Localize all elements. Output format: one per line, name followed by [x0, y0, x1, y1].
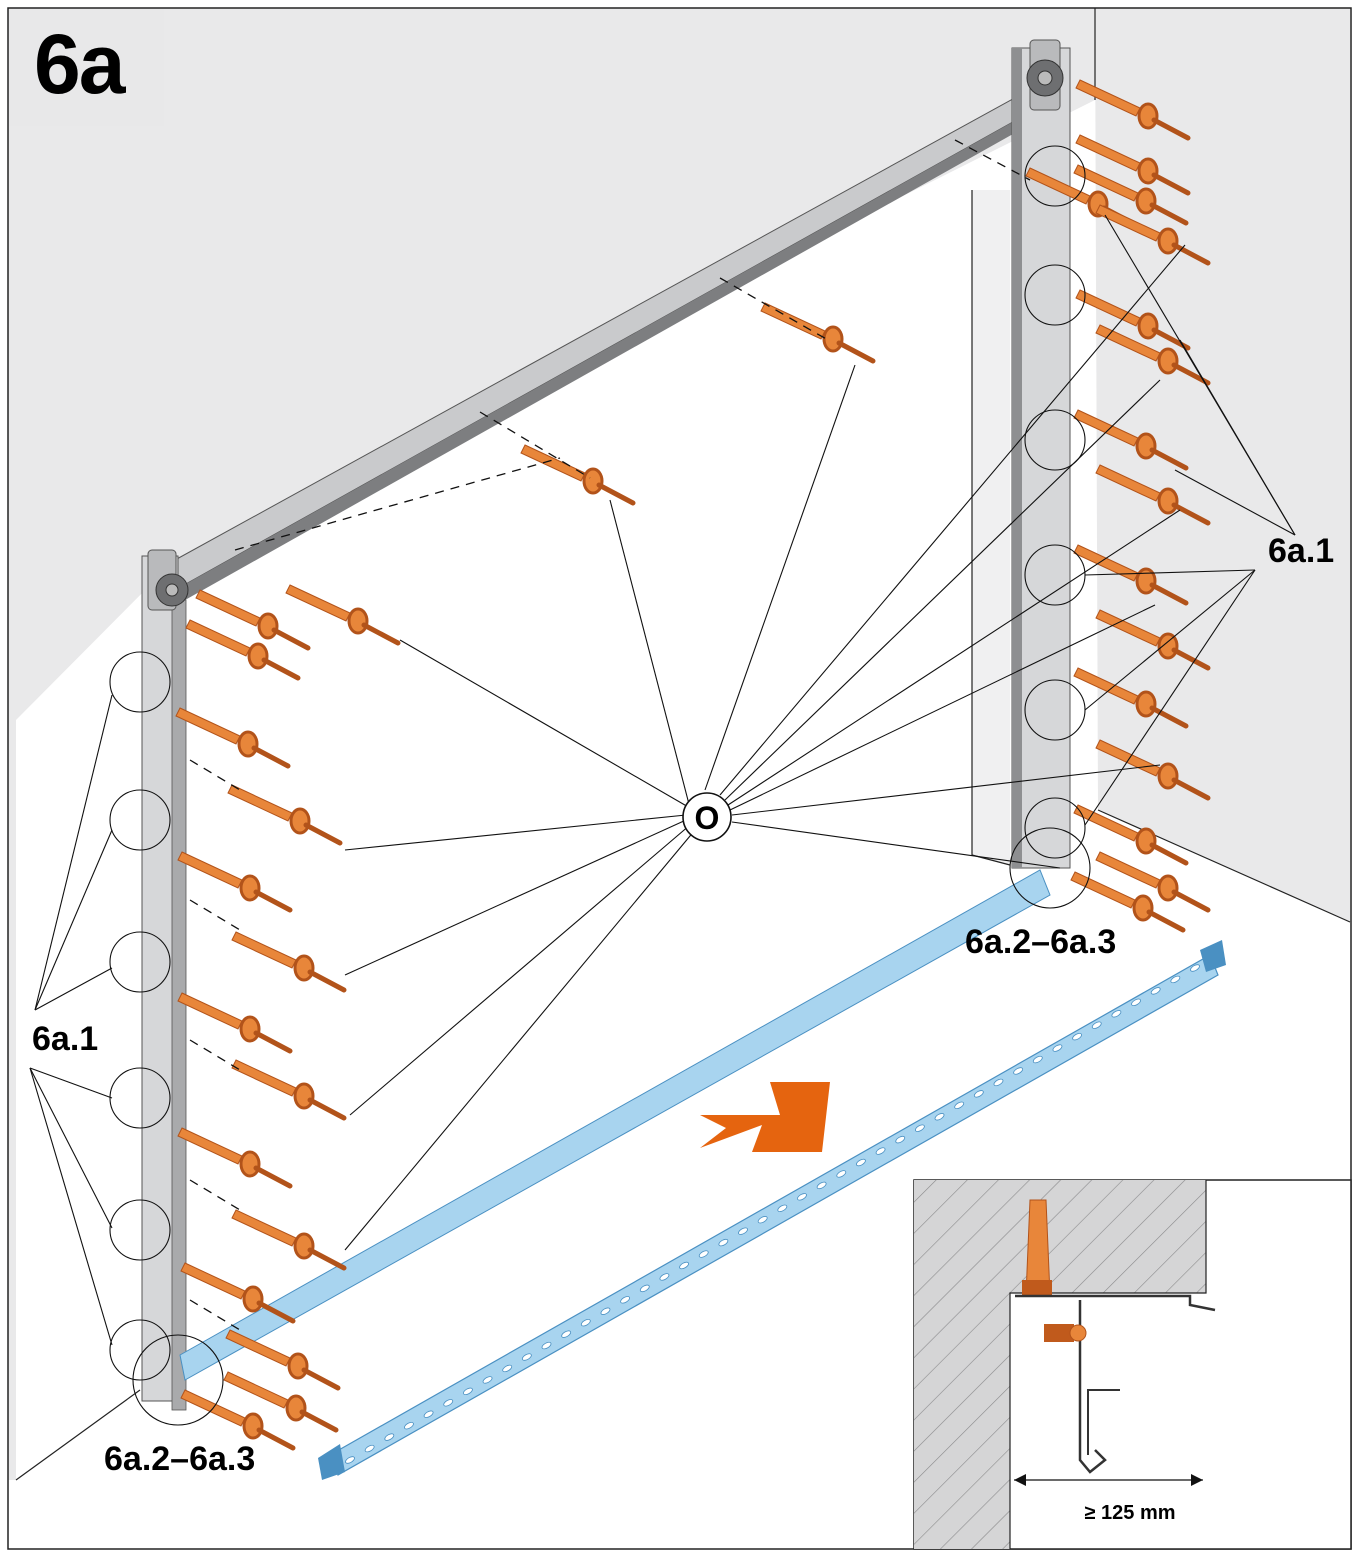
anchor-bolt — [520, 444, 636, 506]
spreader-slot — [1032, 1055, 1043, 1064]
installed-spreader-bar — [179, 869, 1051, 1381]
anchor-bolt — [1095, 204, 1211, 266]
leader-lines — [29, 214, 1296, 1346]
spreader-slot — [482, 1376, 493, 1384]
anchor-bolt — [1095, 851, 1211, 913]
anchor-bolt — [231, 931, 347, 993]
spreader-slot — [1131, 998, 1141, 1007]
anchor-bolt — [760, 302, 876, 364]
anchor-bolt — [175, 707, 291, 769]
anchor-bolt — [1073, 164, 1189, 226]
spreader-slot — [541, 1341, 552, 1350]
spreader-slot — [1052, 1044, 1063, 1052]
spreader-slot — [954, 1101, 965, 1110]
spreader-bar — [318, 940, 1226, 1480]
anchor-bolt — [225, 1329, 341, 1391]
drill-lines — [189, 139, 1031, 1331]
spreader-slot — [875, 1147, 886, 1155]
spreader-slot — [345, 1456, 355, 1464]
anchor-bolt — [231, 1059, 347, 1121]
anchor-bolt — [285, 584, 401, 646]
anchor-bolt — [177, 992, 293, 1054]
anchor-bolt — [1075, 134, 1191, 196]
anchor-marker: O — [682, 792, 732, 842]
spreader-slot — [797, 1193, 807, 1201]
spreader-slot — [443, 1399, 454, 1407]
anchor-bolt — [1073, 804, 1189, 866]
direction-arrow — [700, 1082, 830, 1152]
spreader-slot — [1072, 1032, 1082, 1041]
anchor-bolt — [185, 619, 301, 681]
anchor-bolt — [177, 851, 293, 913]
anchor-bolt — [1073, 544, 1189, 606]
anchor-bolt — [1070, 871, 1186, 933]
anchor-bolt — [1073, 667, 1189, 729]
anchor-set — [175, 79, 1211, 1451]
detail-clearance-label: ≥ 125 mm — [1084, 1502, 1175, 1524]
left-rail — [141, 549, 189, 1411]
anchor-bolt — [1095, 609, 1211, 671]
spreader-slot — [463, 1387, 473, 1396]
anchor-bolt — [177, 1127, 293, 1189]
spreader-slot — [423, 1410, 434, 1418]
spreader-slot — [718, 1238, 729, 1247]
label-wall-anchor-right: 6a.1 — [1268, 532, 1334, 570]
spreader-slot — [502, 1364, 513, 1373]
spreader-slot — [934, 1113, 945, 1121]
spreader-slot — [1150, 987, 1161, 995]
anchor-bolt — [1095, 324, 1211, 386]
spreader-slot — [1170, 975, 1181, 984]
spreader-slot — [757, 1216, 768, 1224]
spreader-slot — [1091, 1021, 1102, 1029]
label-floor-fix-right: 6a.2–6a.3 — [965, 923, 1116, 961]
anchor-bolt — [1095, 464, 1211, 526]
spreader-slot — [679, 1261, 689, 1270]
spreader-slot — [698, 1250, 709, 1258]
anchor-bolt — [231, 1209, 347, 1271]
step-badge: 6a — [8, 8, 165, 127]
spreader-slot — [1013, 1067, 1024, 1075]
anchor-bolt — [1073, 409, 1189, 471]
spreader-slot — [580, 1318, 591, 1327]
spreader-slot — [404, 1421, 414, 1430]
spreader-slot — [914, 1124, 925, 1132]
label-floor-fix-left: 6a.2–6a.3 — [104, 1440, 255, 1478]
step-label: 6a — [34, 17, 125, 111]
spreader-slot — [364, 1444, 375, 1453]
spreader-slot — [993, 1078, 1004, 1087]
anchor-marker-label: O — [695, 800, 720, 836]
spreader-slot — [561, 1330, 572, 1338]
spreader-slot — [521, 1353, 532, 1361]
bracket-callout-circles — [109, 145, 1091, 1426]
anchor-bolt — [223, 1371, 339, 1433]
anchor-bolt — [1075, 79, 1191, 141]
spreader-slot — [738, 1227, 748, 1235]
spreader-slot — [659, 1273, 670, 1281]
spreader-slot — [384, 1433, 395, 1441]
spreader-slot — [973, 1090, 984, 1098]
spreader-slot — [1111, 1010, 1122, 1018]
right-rail — [1011, 39, 1071, 869]
spreader-slot — [620, 1296, 631, 1304]
anchor-bolt — [227, 784, 343, 846]
spreader-slot — [1190, 964, 1200, 972]
anchor-bolt — [195, 589, 311, 651]
anchor-bolt — [180, 1262, 296, 1324]
spreader-slot — [895, 1135, 906, 1144]
spreader-slot — [836, 1170, 847, 1178]
label-wall-anchor-left: 6a.1 — [32, 1020, 98, 1058]
spreader-slot — [816, 1181, 827, 1190]
spreader-slot — [600, 1307, 611, 1315]
spreader-slot — [856, 1158, 866, 1167]
spreader-slot — [777, 1204, 788, 1212]
detail-inset: ≥ 125 mm — [913, 1179, 1352, 1550]
spreader-slot — [639, 1284, 650, 1293]
